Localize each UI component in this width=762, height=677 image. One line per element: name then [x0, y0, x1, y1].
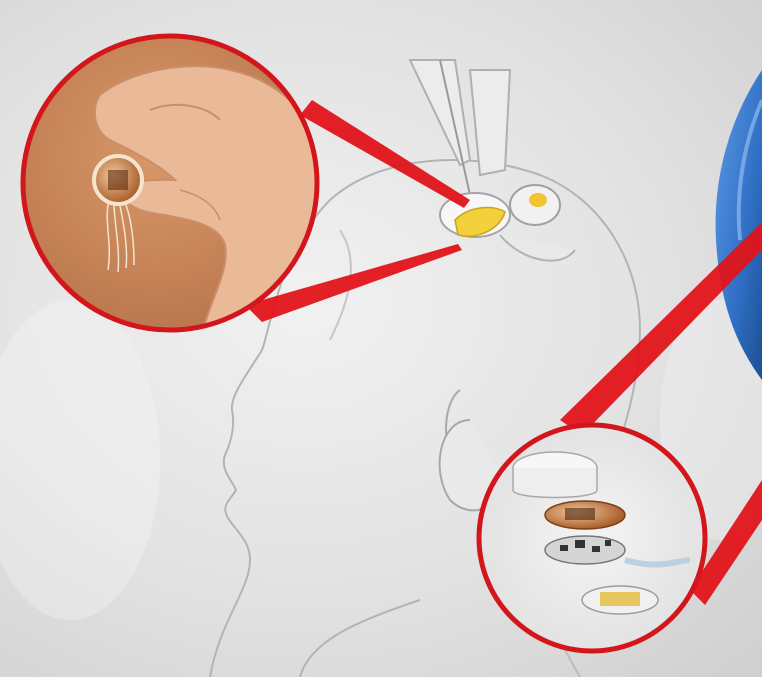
- callout-exploded-device: [479, 425, 705, 651]
